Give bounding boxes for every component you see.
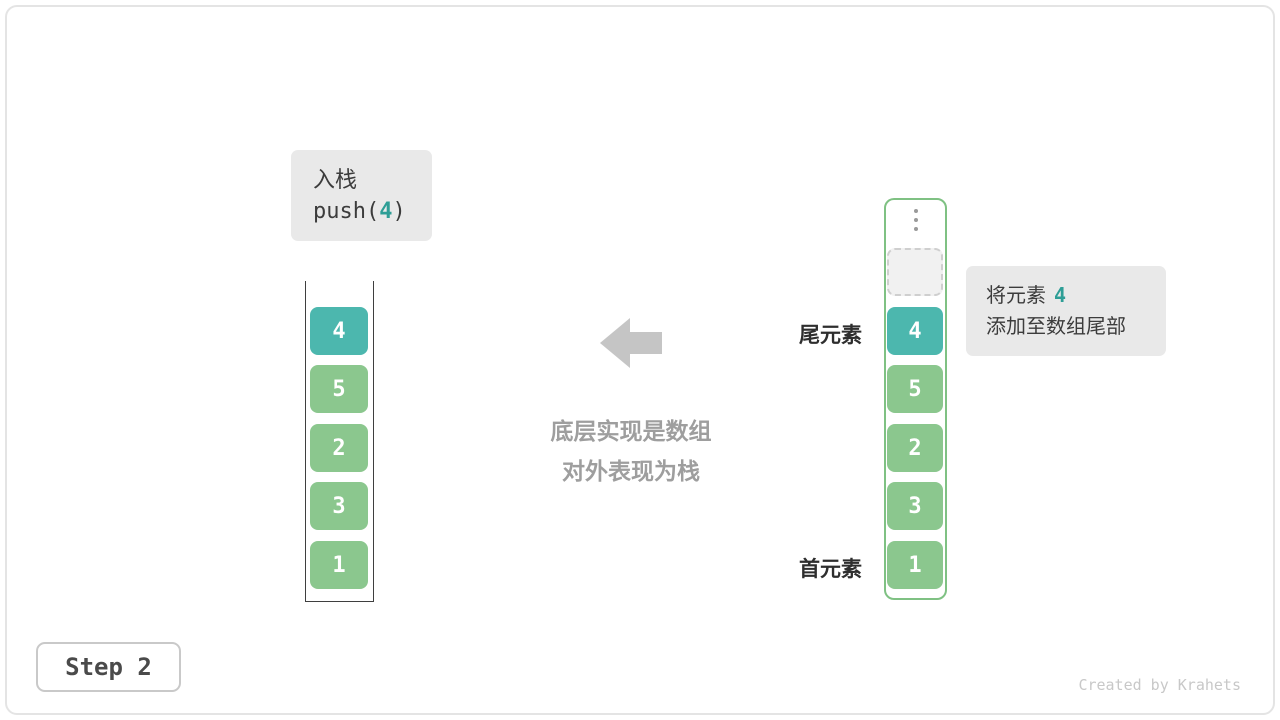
stack-cell: 5 (310, 365, 368, 413)
code-suffix: ) (392, 199, 406, 224)
push-operation-title: 入栈 (313, 168, 358, 193)
code-value: 4 (379, 199, 393, 224)
array-cell: 5 (887, 365, 943, 413)
annotation-prefix: 将元素 (986, 283, 1046, 307)
array-cell: 2 (887, 424, 943, 472)
dot (913, 209, 918, 213)
head-element-label: 首元素 (799, 557, 862, 581)
annotation-box: 将元素 4 添加至数组尾部 (966, 266, 1166, 356)
step-badge: Step 2 (36, 642, 181, 692)
ellipsis-dots-icon (886, 209, 945, 231)
stack-cell: 4 (310, 307, 368, 355)
dot (913, 218, 918, 222)
stack-cell: 2 (310, 424, 368, 472)
array-container: 4 5 2 3 1 (884, 198, 947, 600)
push-operation-code: push(4) (313, 196, 432, 227)
middle-caption: 底层实现是数组 对外表现为栈 (481, 412, 781, 492)
annotation-value: 4 (1054, 283, 1067, 307)
caption-line2: 对外表现为栈 (562, 459, 700, 485)
dot (913, 227, 918, 231)
arrow-tail (630, 332, 662, 354)
array-cell: 1 (887, 541, 943, 589)
array-cell: 4 (887, 307, 943, 355)
annotation-line1: 将元素 4 (986, 280, 1166, 311)
left-arrow-icon (600, 318, 662, 368)
stack-cell: 1 (310, 541, 368, 589)
annotation-line2: 添加至数组尾部 (986, 314, 1126, 338)
outer-frame (5, 5, 1275, 715)
logical-stack-container: 4 5 2 3 1 (305, 281, 374, 602)
credit-text: Created by Krahets (1078, 676, 1241, 694)
stack-cell: 3 (310, 482, 368, 530)
empty-slot-cell (887, 248, 943, 296)
caption-line1: 底层实现是数组 (550, 419, 712, 445)
push-operation-box: 入栈 push(4) (291, 150, 432, 241)
tail-element-label: 尾元素 (799, 323, 862, 347)
array-cell: 3 (887, 482, 943, 530)
arrow-head (600, 318, 630, 368)
code-prefix: push( (313, 199, 380, 224)
